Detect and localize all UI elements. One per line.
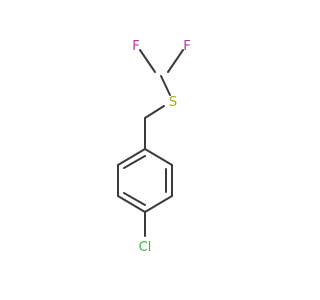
- bond-f-right-c: [167, 49, 184, 73]
- bonds: [117, 49, 184, 237]
- ring-double-bond-upper-left: [123, 155, 146, 169]
- bond-f-left-c: [139, 49, 156, 73]
- bond-s-ch2: [144, 105, 165, 119]
- atom-fluorine-left: F: [132, 39, 139, 54]
- ring-bond-4: [117, 195, 146, 213]
- molecule-structure: F F S Cl: [117, 39, 191, 255]
- ring-bond-6: [117, 148, 146, 166]
- bond-c-s: [160, 75, 171, 96]
- atom-sulfur: S: [169, 95, 177, 110]
- atom-chlorine: Cl: [139, 240, 152, 255]
- ring-bond-1: [144, 148, 173, 166]
- ring-bond-3: [144, 195, 173, 213]
- ring-double-bond-lower-left: [123, 192, 146, 206]
- atom-fluorine-right: F: [183, 39, 190, 54]
